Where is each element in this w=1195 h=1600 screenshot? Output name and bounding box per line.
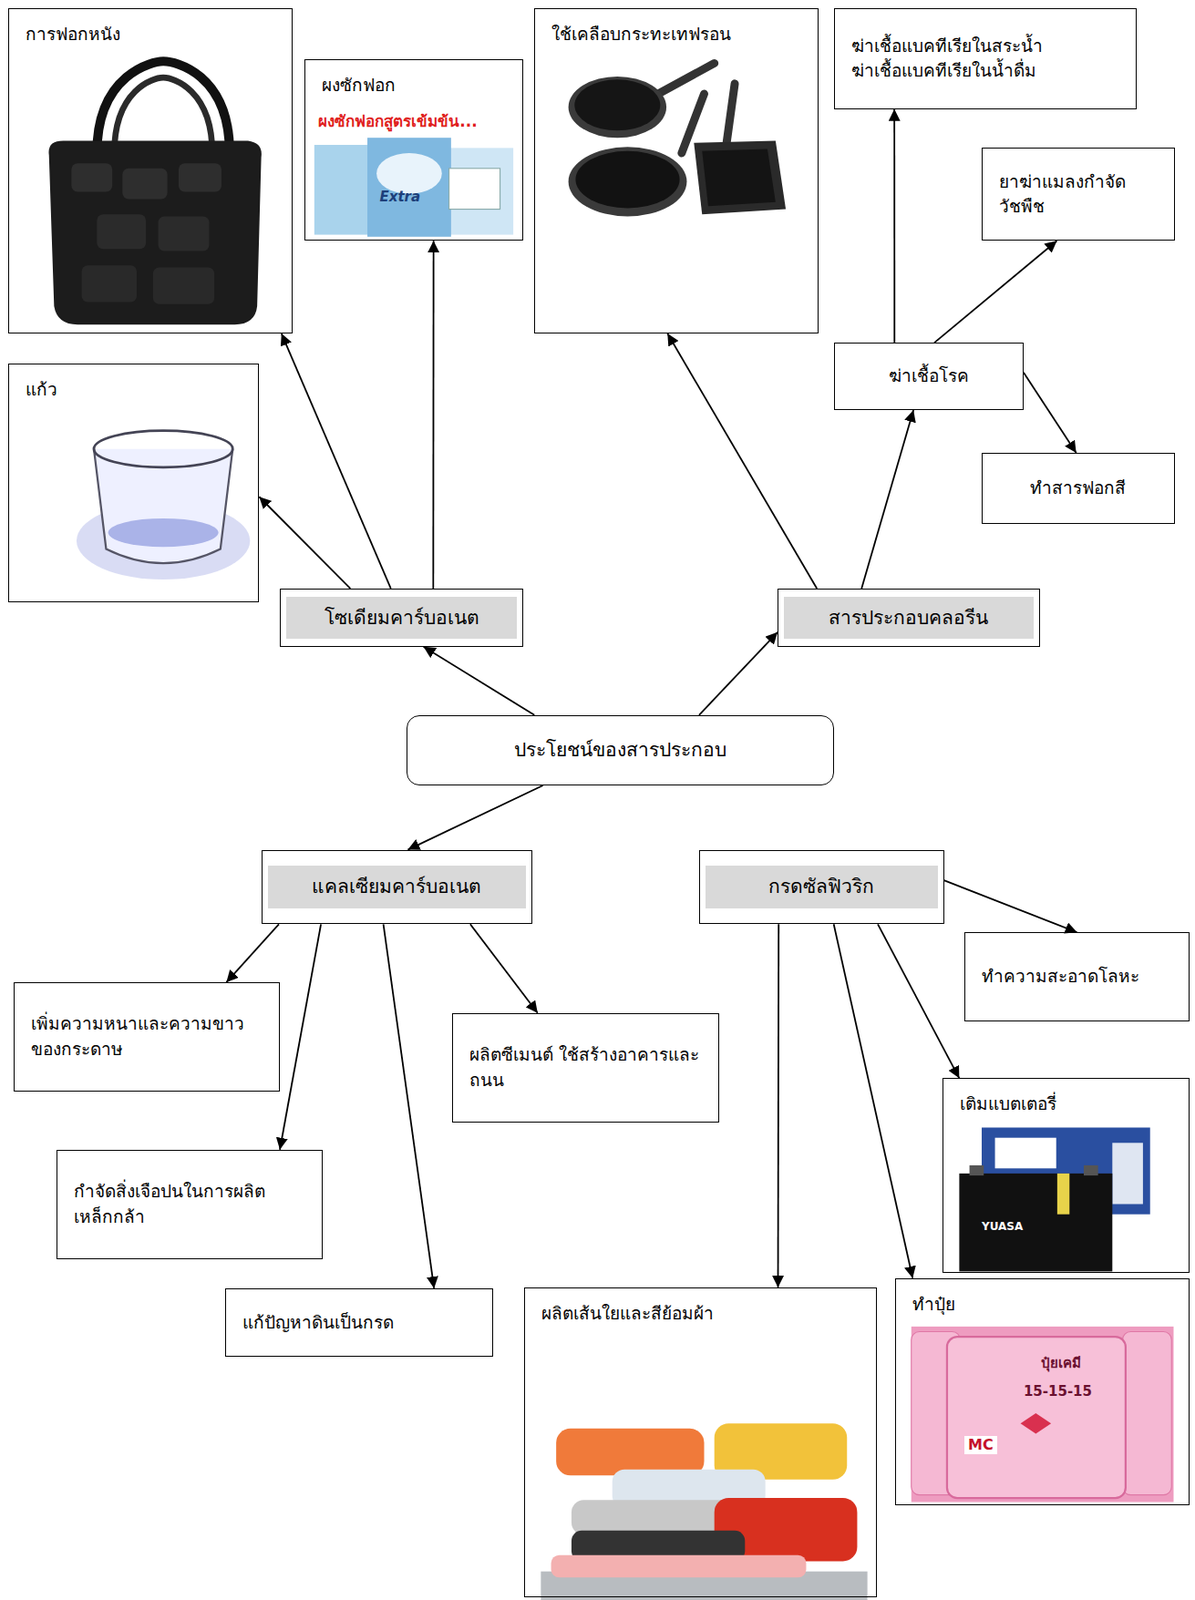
node-text: โซเดียมคาร์บอเนต — [286, 597, 518, 639]
arrow-connector — [281, 333, 392, 589]
node-text: ผลิตเส้นใยและสีย้อมผ้า — [541, 1301, 714, 1328]
picture-box: ผงซักฟอก — [304, 59, 525, 241]
picture-box: ผลิตเส้นใยและสีย้อมผ้า — [524, 1287, 876, 1598]
battery-illustration — [958, 1127, 1150, 1272]
category-box: แคลเซียมคาร์บอเนต — [261, 850, 534, 926]
arrow-connector — [258, 496, 351, 589]
arrow-connector — [699, 632, 778, 716]
topic-box: ผลิตซีเมนต์ ใช้สร้างอาคารและถนน — [452, 1013, 720, 1123]
node-text: แก้ปัญหาดินเป็นกรด — [242, 1310, 394, 1337]
node-text: ยาฆ่าแมลงกำจัดวัชพืช — [999, 169, 1158, 220]
glass-illustration — [76, 431, 250, 581]
node-text: กรดซัลฟิวริก — [705, 865, 938, 908]
arrow-connector — [893, 109, 896, 343]
category-box: สารประกอบคลอรีน — [777, 588, 1041, 648]
category-box: โซเดียมคาร์บอเนต — [279, 588, 525, 648]
arrow-connector — [877, 924, 959, 1079]
arrow-connector — [432, 240, 434, 589]
picture-box: การฟอกหนัง — [8, 8, 293, 334]
picture-box: ใช้เคลือบกระทะเทฟรอน — [534, 8, 819, 334]
node-text: ใช้เคลือบกระทะเทฟรอน — [551, 21, 732, 48]
node-text: แคลเซียมคาร์บอเนต — [267, 865, 527, 908]
category-box: กรดซัลฟิวริก — [699, 850, 945, 926]
image-text: MC — [964, 1436, 998, 1454]
node-text: เพิ่มความหนาและความขาวของกระดาษ — [30, 1011, 263, 1062]
topic-box: ฆ่าเชื้อโรค — [834, 342, 1024, 411]
arrow-connector — [383, 924, 435, 1289]
arrow-connector — [1023, 372, 1077, 454]
topic-box: กำจัดสิ่งเจือปนในการผลิตเหล็กกล้า — [56, 1150, 323, 1260]
arrow-connector — [423, 647, 536, 716]
arrow-connector — [861, 410, 914, 589]
clothes-illustration — [540, 1423, 867, 1600]
node-text: เติมแบตเตอรี่ — [959, 1091, 1057, 1118]
detergent-illustration — [314, 137, 514, 237]
node-text: ฆ่าเชื้อแบคทีเรียในสระน้ำ — [851, 33, 1043, 60]
picture-box: แก้ว — [8, 363, 259, 603]
root-box: ประโยชน์ของสารประกอบ — [406, 715, 835, 786]
node-text: กำจัดสิ่งเจือปนในการผลิตเหล็กกล้า — [73, 1179, 306, 1230]
arrow-connector — [934, 240, 1057, 343]
arrow-connector — [667, 333, 817, 589]
arrow-connector — [944, 880, 1078, 933]
arrow-connector — [279, 924, 321, 1150]
topic-box: ฆ่าเชื้อแบคทีเรียในสระน้ำฆ่าเชื้อแบคทีเร… — [834, 8, 1138, 110]
node-text: ฆ่าเชื้อโรค — [888, 363, 969, 390]
node-text: ผลิตซีเมนต์ ใช้สร้างอาคารและถนน — [469, 1042, 702, 1093]
arrow-connector — [226, 924, 279, 983]
picture-box: ทำปุ๋ย — [895, 1278, 1191, 1507]
arrow-connector — [407, 785, 543, 851]
picture-box: เติมแบตเตอรี่ — [942, 1078, 1190, 1274]
topic-box: ทำสารฟอกสี — [981, 453, 1175, 525]
node-text: ทำความสะอาดโลหะ — [981, 964, 1140, 990]
handbag-illustration — [48, 61, 261, 325]
node-text: ทำปุ๋ย — [912, 1292, 956, 1319]
node-text: ฆ่าเชื้อแบคทีเรียในน้ำดื่ม — [851, 58, 1037, 84]
node-text: ผงซักฟอก — [321, 72, 396, 99]
topic-box: แก้ปัญหาดินเป็นกรด — [225, 1288, 493, 1358]
image-text: ปุ๋ยเคมี — [1040, 1355, 1082, 1372]
arrow-connector — [777, 924, 780, 1288]
node-text: ประโยชน์ของสารประกอบ — [514, 736, 727, 764]
image-text: ผงซักฟอกสูตรเข้มข้น... — [318, 112, 477, 131]
node-text: การฟอกหนัง — [25, 21, 121, 48]
topic-box: ทำความสะอาดโลหะ — [964, 932, 1190, 1021]
image-text: Extra — [379, 188, 421, 206]
node-text: แก้ว — [25, 377, 58, 403]
image-text: YUASA — [981, 1220, 1023, 1234]
arrow-connector — [834, 924, 914, 1279]
node-text: ทำสารฟอกสี — [1030, 475, 1126, 502]
fertilizer-illustration — [911, 1327, 1175, 1504]
node-text: สารประกอบคลอรีน — [783, 597, 1034, 639]
topic-box: เพิ่มความหนาและความขาวของกระดาษ — [13, 982, 280, 1092]
arrow-connector — [470, 924, 538, 1013]
pans-illustration — [568, 62, 786, 217]
topic-box: ยาฆ่าแมลงกำจัดวัชพืช — [981, 147, 1175, 241]
image-text: 15-15-15 — [1023, 1383, 1092, 1401]
